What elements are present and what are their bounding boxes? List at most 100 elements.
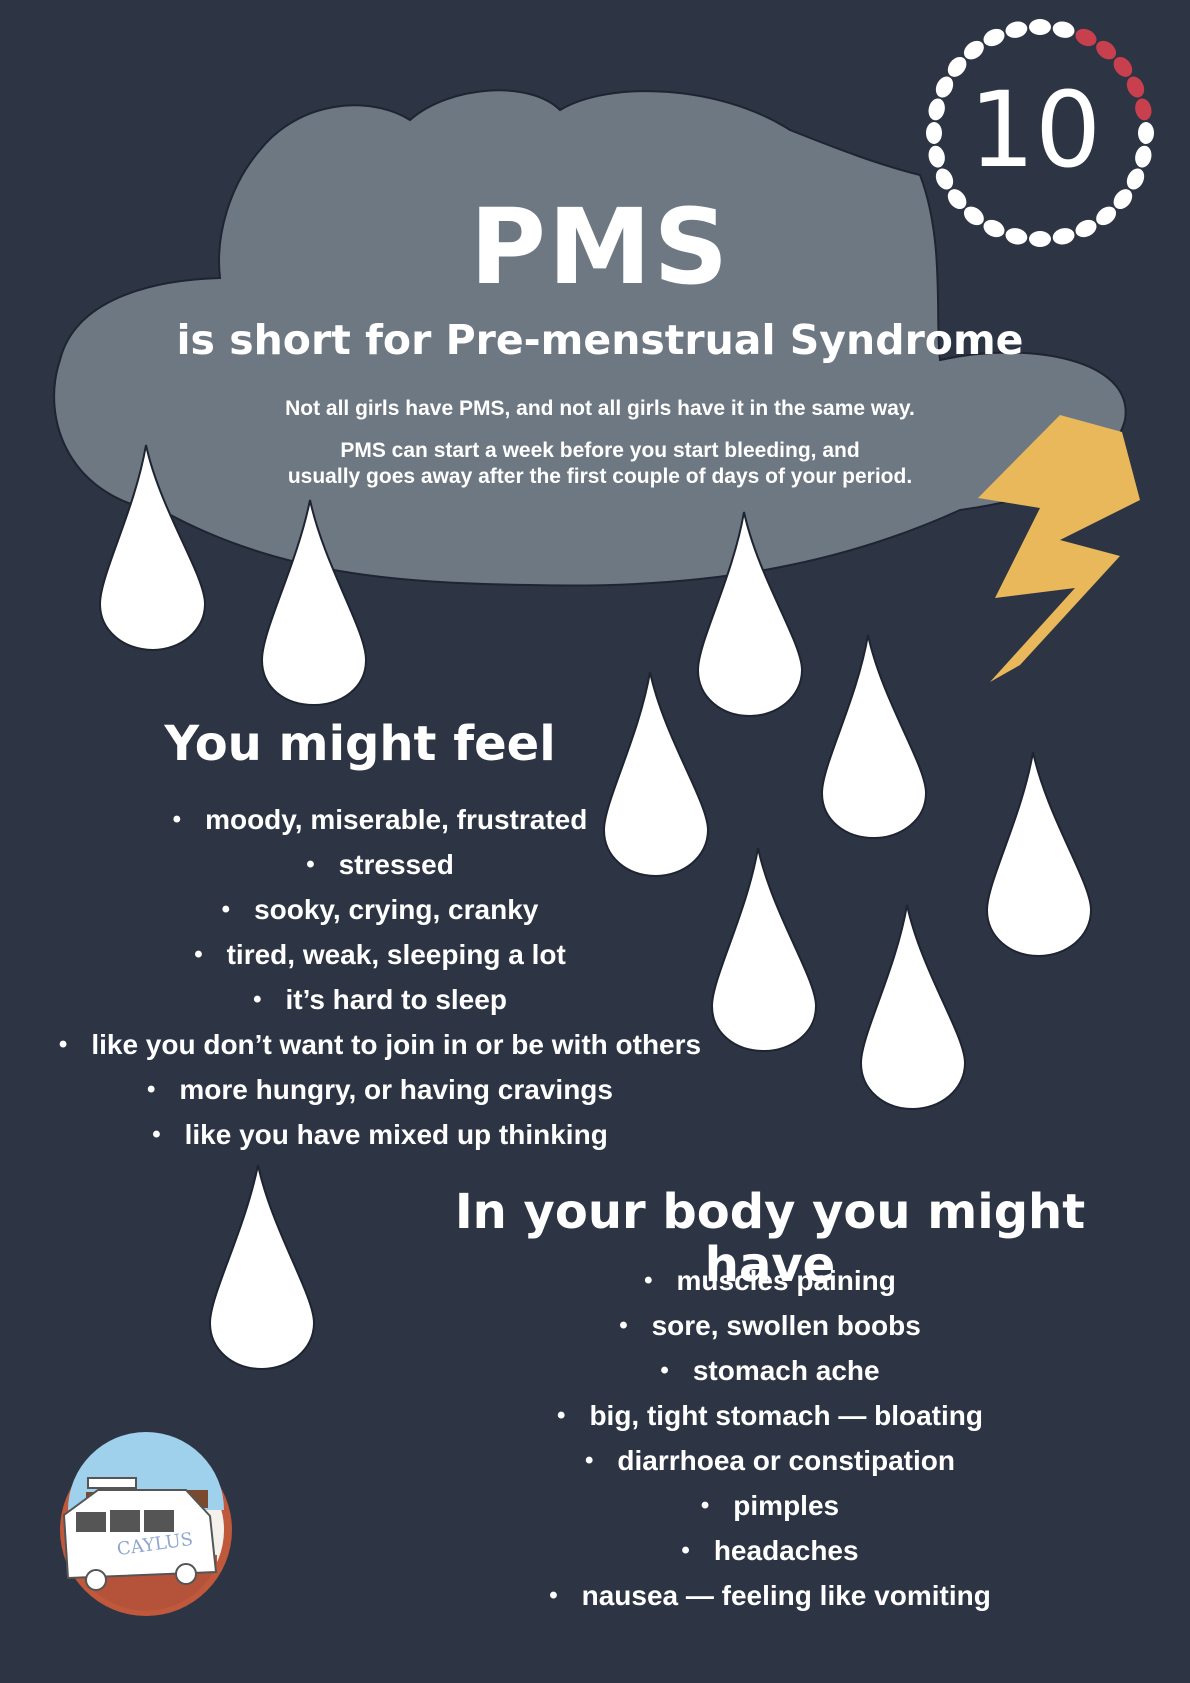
list-item-text: muscles paining (676, 1265, 896, 1296)
list-item: • stomach ache (480, 1348, 1060, 1393)
list-item-text: diarrhoea or constipation (617, 1445, 955, 1476)
bead-highlight (1135, 98, 1152, 121)
list-item-text: headaches (713, 1535, 859, 1566)
list-item: • more hungry, or having cravings (10, 1067, 750, 1112)
list-item: • like you don’t want to join in or be wi… (10, 1022, 750, 1067)
bead (947, 189, 967, 210)
raindrop-icon (208, 1164, 316, 1371)
bullet-icon: • (644, 1267, 653, 1294)
cycle-beads-icon (926, 19, 1154, 247)
bead (947, 56, 967, 77)
cloud-note-1: Not all girls have PMS, and not all girl… (200, 396, 1000, 422)
bullet-icon: • (584, 1447, 594, 1474)
list-item: • big, tight stomach — bloating (480, 1393, 1060, 1438)
raindrop-icon (260, 499, 368, 707)
bead (1138, 122, 1154, 144)
bead (1113, 189, 1133, 210)
bead (1005, 21, 1028, 38)
list-item-text: like you don’t want to join in or be wit… (91, 1029, 702, 1060)
bullet-icon: • (147, 1076, 156, 1103)
bead (1029, 231, 1051, 247)
bead (928, 145, 945, 168)
bullet-icon: • (253, 986, 262, 1013)
body-list: • muscles paining • sore, swollen boobs • s… (480, 1258, 1060, 1618)
bullet-icon: • (619, 1312, 628, 1339)
bullet-icon: • (306, 851, 315, 878)
raindrop-icon (602, 671, 710, 878)
cloud-icon (53, 89, 1127, 587)
bullet-icon: • (152, 1121, 161, 1148)
bullet-icon: • (700, 1492, 710, 1519)
feel-heading: You might feel (164, 716, 556, 772)
list-item-text: nausea — feeling like vomiting (581, 1580, 991, 1611)
bead (1052, 21, 1075, 38)
bead (1096, 206, 1117, 226)
feel-list: •moody, miserable, frustrated •stressed … (10, 797, 750, 1157)
caylus-logo-icon (60, 1432, 232, 1616)
bead (983, 28, 1005, 47)
bead (926, 122, 942, 144)
day-number-badge: 10 (968, 69, 1102, 191)
list-item-text: sooky, crying, cranky (254, 894, 539, 925)
cloud-note-2-line-2: usually goes away after the first couple… (287, 465, 913, 489)
cloud-note-2-line-1: PMS can start a week before you start bl… (340, 439, 860, 462)
raindrop-group (98, 444, 1093, 1371)
bead (963, 40, 984, 60)
list-item-text: pimples (733, 1490, 840, 1521)
cloud-note-1-text: Not all girls have PMS, and not all girl… (285, 397, 915, 420)
list-item: • stressed (10, 842, 750, 887)
list-item: • pimples (480, 1483, 1060, 1528)
bead-highlight (1126, 76, 1145, 98)
bead (983, 219, 1005, 238)
list-item-text: stomach ache (692, 1355, 880, 1386)
list-item-text: stressed (338, 849, 454, 880)
bead (963, 206, 984, 226)
bullet-icon: • (221, 896, 231, 923)
list-item-text: it’s hard to sleep (285, 984, 507, 1015)
lightning-icon (978, 415, 1140, 682)
bead (1005, 228, 1028, 245)
bead (1052, 228, 1075, 245)
bullet-icon: • (681, 1537, 690, 1564)
bead-highlight (1096, 40, 1117, 60)
bead-highlight (1113, 56, 1133, 77)
bullet-icon: • (172, 806, 182, 833)
list-item-text: more hungry, or having cravings (179, 1074, 613, 1105)
list-item-text: sore, swollen boobs (651, 1310, 921, 1341)
list-item: • nausea — feeling like vomiting (480, 1573, 1060, 1618)
bullet-icon: • (660, 1357, 669, 1384)
bullet-icon: • (58, 1031, 68, 1058)
bullet-icon: • (549, 1582, 558, 1609)
page-subtitle: is short for Pre-menstrual Syndrome (176, 316, 1024, 364)
list-item: • moody, miserable, frustrated (10, 797, 750, 842)
list-item: • sooky, crying, cranky (10, 887, 750, 932)
raindrop-icon (820, 634, 928, 840)
list-item-text: moody, miserable, frustrated (205, 804, 588, 835)
bead (1029, 19, 1051, 35)
bead (935, 76, 954, 98)
bullet-icon: • (194, 941, 203, 968)
list-item: • it’s hard to sleep (10, 977, 750, 1022)
list-item-text: tired, weak, sleeping a lot (226, 939, 566, 970)
raindrop-icon (710, 847, 818, 1053)
list-item-text: like you have mixed up thinking (184, 1119, 608, 1150)
bead (1135, 145, 1152, 168)
raindrop-icon (696, 511, 804, 718)
cloud-note-2: PMS can start a week before you start bl… (200, 438, 1000, 491)
bead-highlight (1075, 28, 1097, 47)
bead (935, 168, 954, 190)
bead (1075, 219, 1097, 238)
list-item: • like you have mixed up thinking (10, 1112, 750, 1157)
body-heading: In your body you might have (454, 1184, 1086, 1293)
raindrop-icon (859, 904, 967, 1111)
page-title: PMS (469, 186, 731, 308)
list-item: • sore, swollen boobs (480, 1303, 1060, 1348)
bullet-icon: • (557, 1402, 566, 1429)
raindrop-icon (985, 751, 1093, 958)
list-item-text: big, tight stomach — bloating (589, 1400, 983, 1431)
list-item: • muscles paining (480, 1258, 1060, 1303)
list-item: • headaches (480, 1528, 1060, 1573)
bead (1126, 168, 1145, 190)
